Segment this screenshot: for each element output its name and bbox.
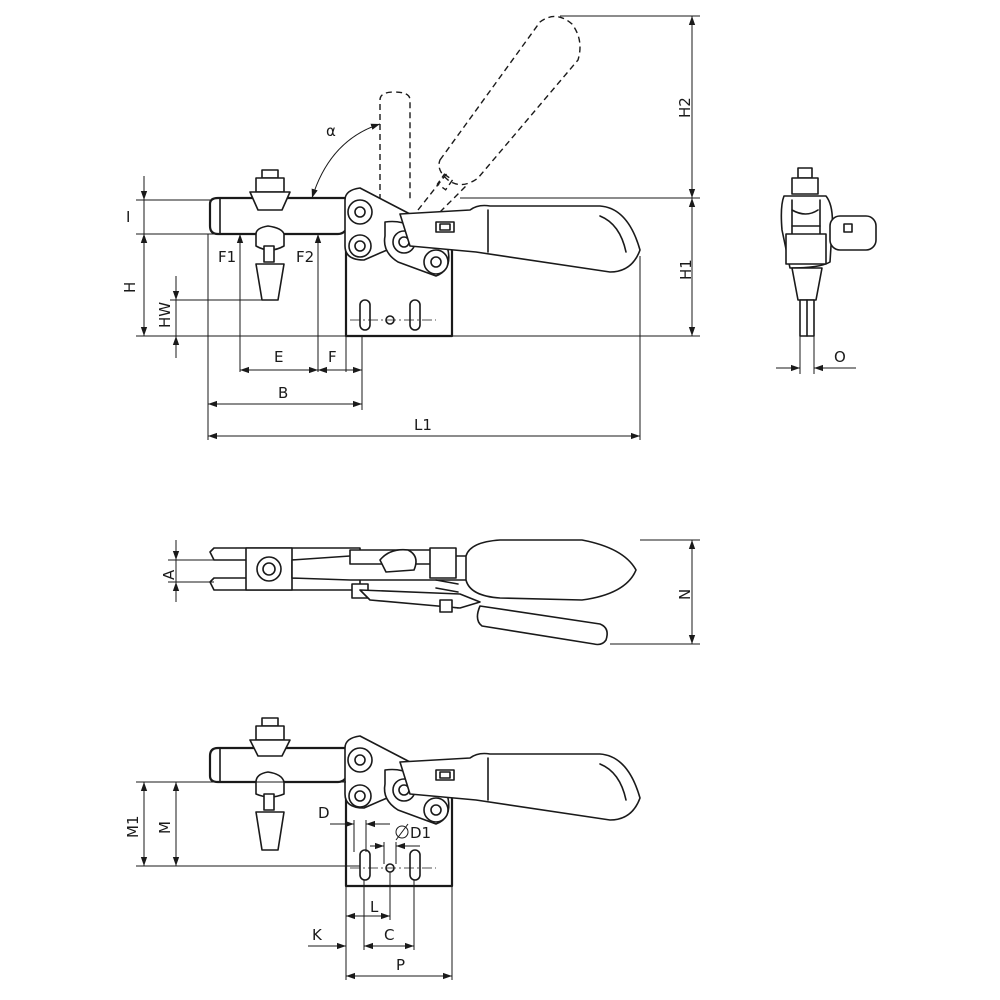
dim-alpha-label: α [326, 122, 336, 140]
force-F2: F2 [296, 234, 322, 372]
dim-H2: H2 [676, 16, 696, 198]
svg-text:B: B [278, 384, 288, 402]
svg-text:L: L [370, 898, 379, 916]
svg-text:H1: H1 [677, 259, 695, 280]
svg-text:M: M [156, 821, 174, 834]
svg-text:E: E [274, 348, 283, 366]
svg-text:M1: M1 [124, 816, 142, 839]
spindle [249, 169, 291, 301]
svg-text:HW: HW [156, 302, 174, 328]
dim-L1: L1 [208, 256, 641, 440]
base-slots [350, 299, 436, 331]
dim-L: L [346, 898, 390, 920]
dim-P: P [346, 956, 452, 980]
svg-text:D: D [318, 804, 330, 822]
dim-D: D [318, 804, 390, 828]
force-F1: F1 [218, 234, 244, 372]
svg-text:A: A [160, 569, 178, 580]
dim-O: O [776, 336, 856, 374]
svg-text:I: I [126, 208, 130, 226]
open-handle-phantom [379, 15, 581, 213]
dim-N: N [610, 539, 700, 645]
svg-text:P: P [396, 956, 405, 974]
closed-view: M1 M D D1 L [124, 717, 641, 980]
svg-text:D1: D1 [410, 824, 431, 842]
svg-text:L1: L1 [414, 416, 432, 434]
svg-text:N: N [676, 589, 694, 600]
svg-text:C: C [384, 926, 394, 944]
handle [399, 204, 641, 273]
top-view: A N [160, 539, 700, 646]
svg-text:F: F [328, 348, 337, 366]
dim-H: H [121, 234, 346, 337]
side-view: α I H HW F1 F2 [121, 15, 700, 440]
dim-E: E [240, 348, 318, 374]
dim-F: F [318, 348, 362, 374]
end-view: O [776, 167, 877, 374]
svg-text:F2: F2 [296, 248, 314, 266]
svg-text:H2: H2 [676, 97, 694, 118]
dim-HW: HW [156, 276, 270, 358]
dim-M: M [156, 782, 180, 866]
svg-text:K: K [312, 926, 323, 944]
svg-text:F1: F1 [218, 248, 236, 266]
dim-A: A [160, 540, 214, 602]
dim-D1: D1 [370, 823, 431, 864]
dim-K: K [308, 926, 346, 950]
dim-I: I [126, 176, 216, 258]
linkage [344, 187, 450, 277]
dim-M1: M1 [124, 782, 148, 866]
svg-text:O: O [834, 348, 846, 366]
dim-H1: H1 [677, 198, 696, 336]
dim-B: B [207, 234, 362, 440]
dim-C: C [364, 926, 414, 950]
svg-text:H: H [121, 282, 139, 293]
